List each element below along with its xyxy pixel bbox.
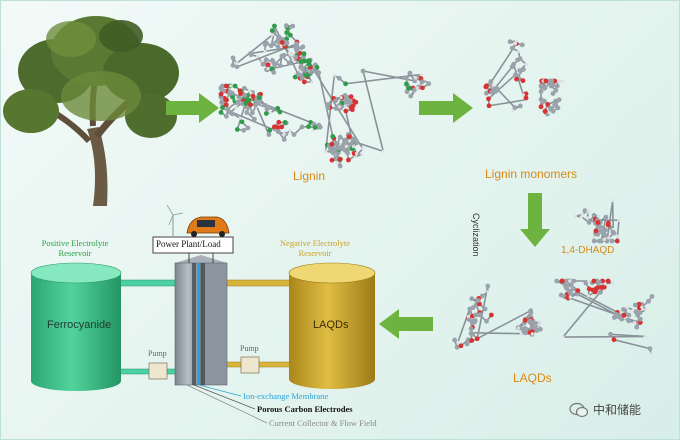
wechat-icon [569,402,589,417]
label-negative-reservoir: Negative Electrolyte Reservoir [279,238,351,258]
label-laqds-tank: LAQDs [313,319,349,331]
label-laqds: LAQDs [513,371,552,385]
label-power-plant: Power Plant/Load [156,239,221,249]
label-electrodes: Porous Carbon Electrodes [257,404,353,414]
label-pump-left: Pump [148,349,167,358]
label-pump-right: Pump [240,344,259,353]
label-collector: Current Collector & Flow Field [269,418,377,428]
label-positive-reservoir: Positive Electrolyte Reservoir [41,238,109,258]
label-ferrocyanide: Ferrocyanide [47,319,112,331]
label-membrane: Ion-exchange Membrane [243,391,329,401]
label-lignin: Lignin [293,169,326,183]
label-dhaqd: 1,4-DHAQD [561,245,615,256]
watermark-text: 中和储能 [593,403,642,417]
label-lignin-monomers: Lignin monomers [485,167,578,181]
watermark: 中和储能 [569,401,641,418]
